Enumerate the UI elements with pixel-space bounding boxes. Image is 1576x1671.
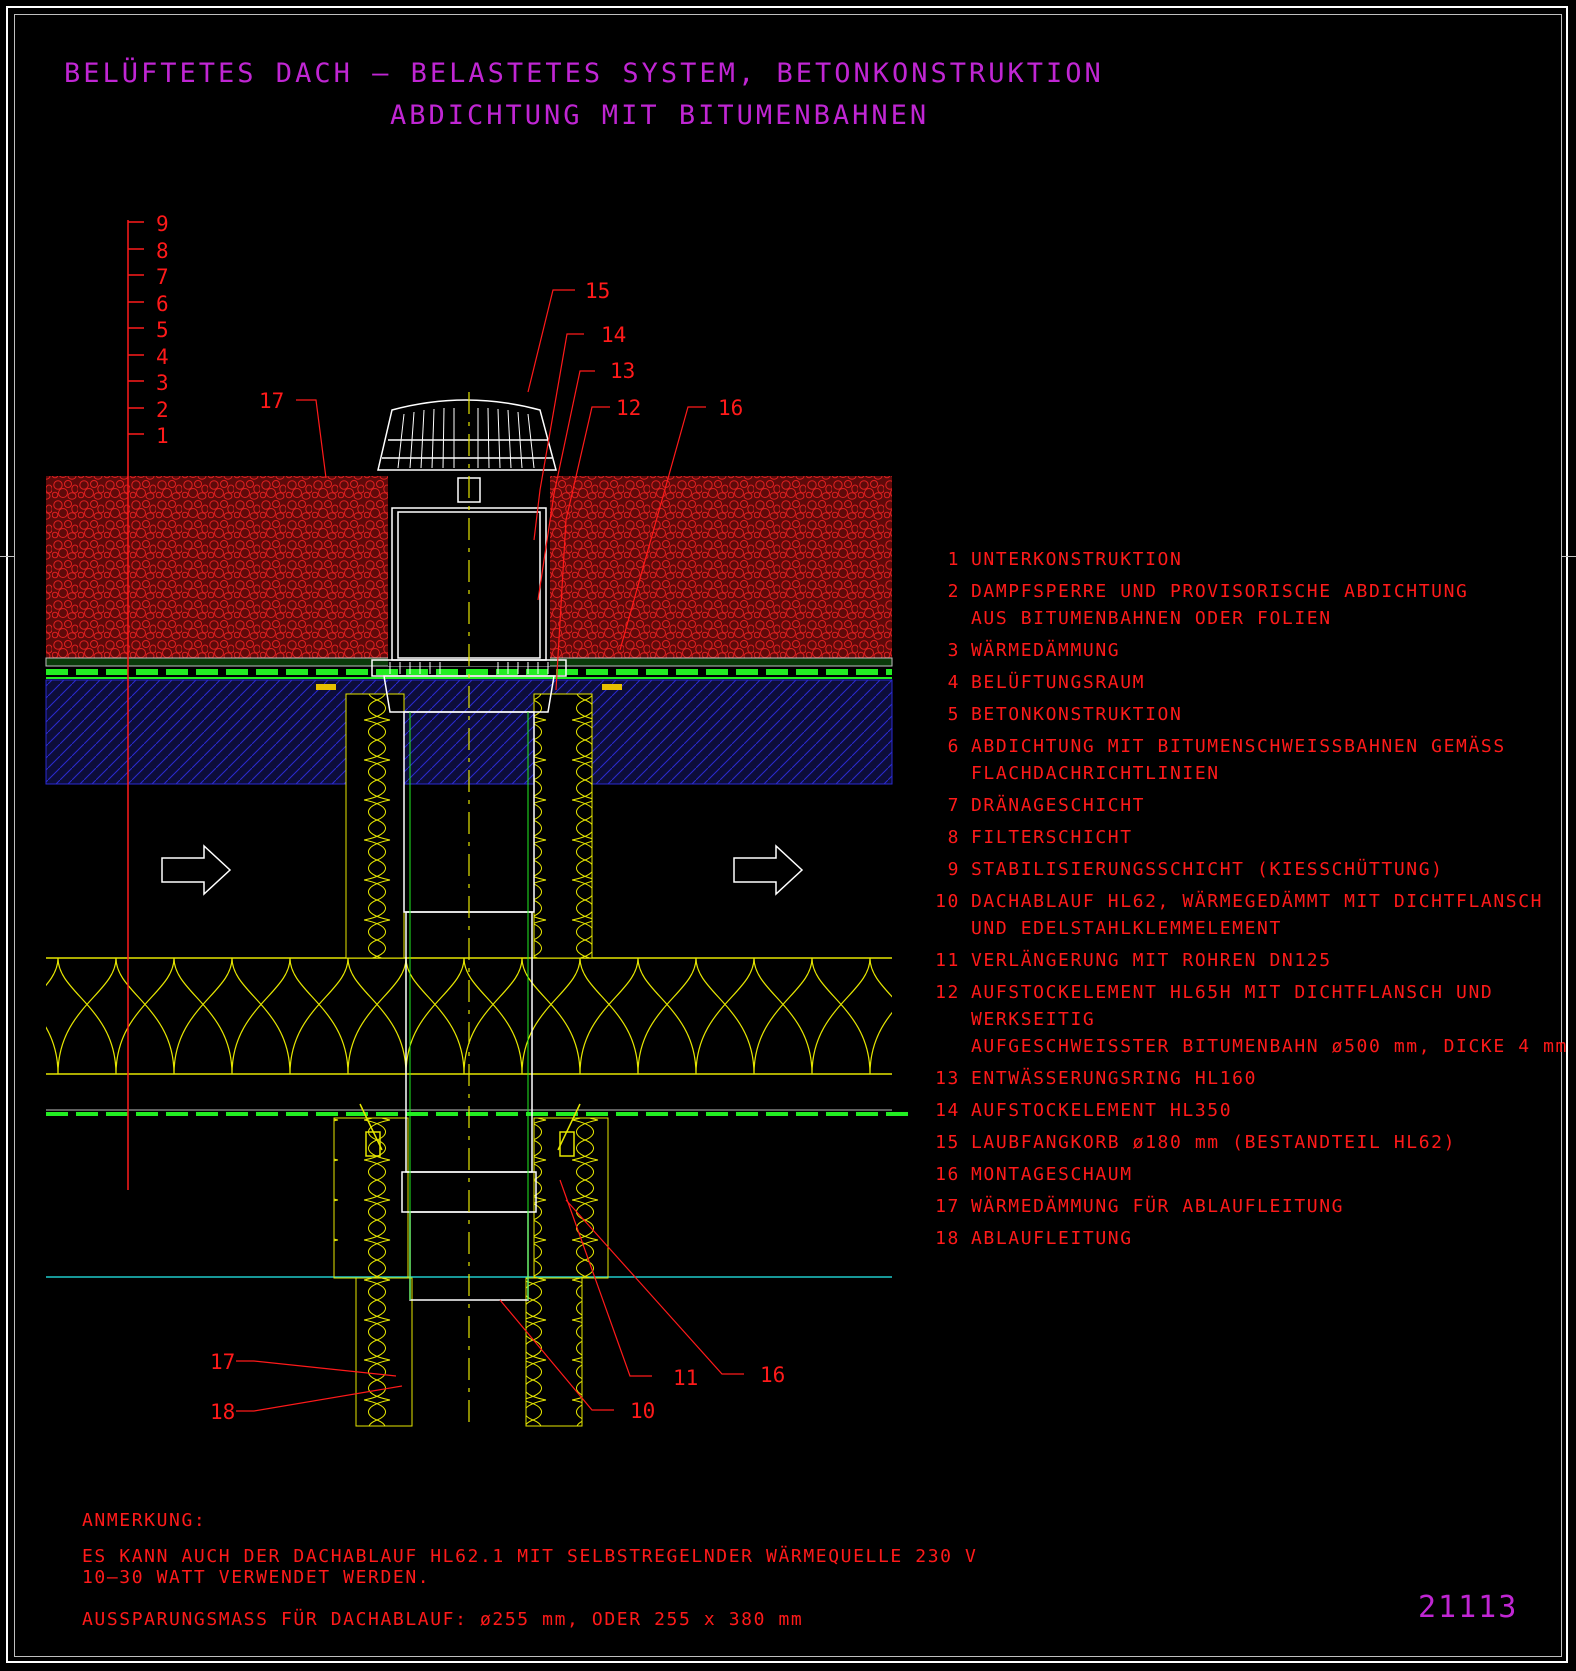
callout-12: 12 (616, 396, 641, 420)
callout-11: 11 (673, 1366, 698, 1390)
drawing-frame-inner (14, 14, 1562, 1657)
callout-17-top: 17 (259, 389, 284, 413)
callout-leaders (236, 289, 744, 1412)
callout-16-bottom: 16 (760, 1363, 785, 1387)
title-line-2: ABDICHTUNG MIT BITUMENBAHNEN (390, 100, 930, 131)
scale-label-7: 7 (156, 265, 169, 289)
callout-16-top: 16 (718, 396, 743, 420)
callout-18: 18 (210, 1400, 235, 1424)
edge-tick-left (0, 556, 14, 557)
drawing-frame (6, 6, 1568, 1663)
pipe-insulation-left-lower (333, 1117, 409, 1279)
note-heat-source: ES KANN AUCH DER DACHABLAUF HL62.1 MIT S… (82, 1546, 978, 1588)
scale-label-1: 1 (156, 424, 169, 448)
thermal-insulation-layer (46, 958, 892, 1074)
pipe-insulation-right-lower (533, 1117, 609, 1279)
notes: ANMERKUNG: ES KANN AUCH DER DACHABLAUF H… (82, 1510, 977, 1630)
scale-label-9: 9 (156, 212, 169, 236)
callout-14: 14 (601, 323, 626, 347)
drain-pipe-insulation-left (355, 1277, 413, 1427)
scale-label-3: 3 (156, 371, 169, 395)
leaf-guard-basket (377, 399, 557, 471)
notes-heading: ANMERKUNG: (82, 1510, 207, 1531)
scale-label-8: 8 (156, 239, 169, 263)
callout-17-bottom: 17 (210, 1350, 235, 1374)
title-line-1: BELÜFTETES DACH — BELASTETES SYSTEM, BET… (64, 58, 1104, 89)
scale-label-6: 6 (156, 292, 169, 316)
scale-label-2: 2 (156, 398, 169, 422)
callout-15: 15 (585, 279, 610, 303)
callout-10: 10 (630, 1399, 655, 1423)
callout-13: 13 (610, 359, 635, 383)
scale-label-5: 5 (156, 318, 169, 342)
drawing-number: 21113 (1418, 1590, 1519, 1625)
airflow-arrow-right-icon (733, 844, 804, 896)
edge-tick-right (1562, 556, 1576, 557)
scale-label-4: 4 (156, 345, 169, 369)
drain-pipe-insulation-right (525, 1277, 583, 1427)
note-opening-size: AUSSPARUNGSMASS FÜR DACHABLAUF: ø255 mm,… (82, 1609, 804, 1630)
airflow-arrow-left-icon (161, 844, 232, 896)
